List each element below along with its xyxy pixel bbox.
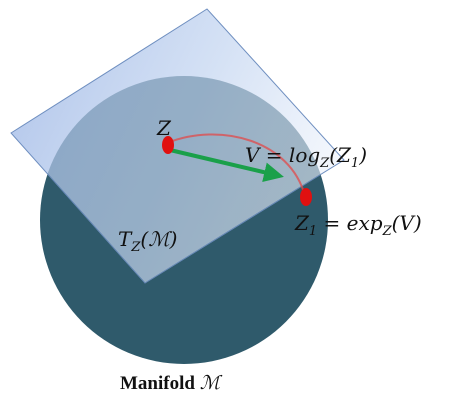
vector-label: V = logZ(Z1) — [245, 143, 367, 171]
tangent-space-label: TZ(ℳ) — [118, 227, 177, 255]
manifold-under-plane — [40, 76, 328, 283]
point-z-label: Z — [156, 116, 172, 140]
tangent-vector-arrow — [169, 148, 284, 183]
manifold-caption: Manifold ℳ — [120, 372, 223, 394]
point-z — [162, 136, 174, 154]
point-z1-label: Z1 = expZ(V) — [294, 211, 422, 239]
tangent-plane — [10, 8, 345, 284]
geodesic-curve — [166, 133, 306, 197]
point-z1 — [300, 188, 312, 206]
